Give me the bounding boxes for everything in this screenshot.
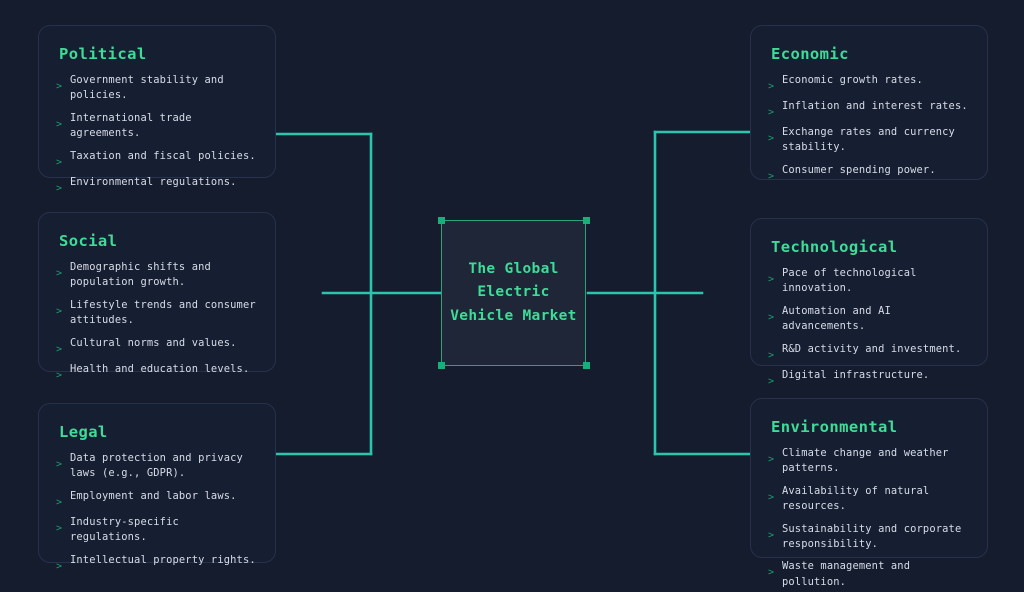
list-item[interactable]: > Economic growth rates. [765, 73, 969, 92]
list-item[interactable]: > International trade agreements. [53, 111, 257, 142]
list-item[interactable]: > Automation and AI advancements. [765, 304, 969, 335]
card-title: Environmental [771, 418, 898, 436]
chevron-right-icon: > [56, 81, 63, 93]
chevron-right-icon: > [768, 529, 775, 541]
chevron-right-icon: > [56, 182, 63, 194]
list-item-text: Pace of technological innovation. [782, 267, 917, 295]
list-item-text: Government stability and policies. [70, 74, 224, 102]
list-item-text: Waste management and pollution. [782, 560, 911, 588]
list-item-text: Consumer spending power. [782, 163, 936, 176]
list-item[interactable]: > Inflation and interest rates. [765, 99, 969, 118]
chevron-right-icon: > [768, 274, 775, 286]
center-node[interactable]: The Global Electric Vehicle Market [441, 220, 586, 366]
list-item-text: Intellectual property rights. [70, 553, 256, 566]
branch-card-economic[interactable]: Economic > Economic growth rates. > Infl… [750, 25, 988, 182]
resize-handle-top-left[interactable] [438, 217, 445, 224]
card-title: Economic [771, 45, 849, 63]
chevron-right-icon: > [768, 375, 775, 387]
list-item-text: Environmental regulations. [70, 175, 237, 188]
chevron-right-icon: > [56, 496, 63, 508]
chevron-right-icon: > [768, 567, 775, 579]
chevron-right-icon: > [768, 107, 775, 119]
branch-card-environmental[interactable]: Environmental > Climate change and weath… [750, 398, 988, 588]
list-item[interactable]: > Waste management and pollution. [765, 559, 969, 590]
list-item-text: Climate change and weather patterns. [782, 447, 949, 475]
list-item-text: Taxation and fiscal policies. [70, 149, 256, 162]
list-item[interactable]: > Lifestyle trends and consumer attitude… [53, 298, 257, 329]
list-item-text: Data protection and privacy laws (e.g., … [70, 452, 243, 480]
list-item[interactable]: > Environmental regulations. [53, 175, 257, 194]
center-node-label: The Global Electric Vehicle Market [450, 260, 577, 324]
list-item[interactable]: > Cultural norms and values. [53, 336, 257, 355]
list-item[interactable]: > Health and education levels. [53, 362, 257, 381]
list-item[interactable]: > Pace of technological innovation. [765, 266, 969, 297]
card-item-list: > Government stability and policies. > I… [53, 73, 257, 194]
list-item-text: Availability of natural resources. [782, 484, 930, 513]
chevron-right-icon: > [768, 349, 775, 361]
card-item-list: > Demographic shifts and population grow… [53, 260, 257, 381]
card-title: Technological [771, 238, 898, 256]
chevron-right-icon: > [56, 305, 63, 317]
chevron-right-icon: > [768, 454, 775, 466]
resize-handle-bottom-left[interactable] [438, 362, 445, 369]
list-item[interactable]: > Intellectual property rights. [53, 553, 257, 572]
chevron-right-icon: > [768, 491, 775, 503]
card-title: Legal [59, 423, 108, 441]
list-item[interactable]: > Sustainability and corporate responsib… [765, 522, 969, 553]
chevron-right-icon: > [56, 268, 63, 280]
list-item[interactable]: > Demographic shifts and population grow… [53, 260, 257, 291]
card-title: Social [59, 232, 118, 250]
resize-handle-bottom-right[interactable] [583, 362, 590, 369]
list-item-text: Cultural norms and values. [70, 336, 237, 349]
list-item[interactable]: > Government stability and policies. [53, 73, 257, 104]
list-item-text: Lifestyle trends and consumer attitudes. [70, 298, 256, 327]
list-item[interactable]: > Exchange rates and currency stability. [765, 125, 969, 156]
chevron-right-icon: > [56, 560, 63, 572]
list-item-text: Health and education levels. [70, 362, 250, 375]
chevron-right-icon: > [56, 343, 63, 355]
chevron-right-icon: > [56, 459, 63, 471]
chevron-right-icon: > [768, 133, 775, 145]
chevron-right-icon: > [768, 311, 775, 323]
list-item[interactable]: > Digital infrastructure. [765, 368, 969, 387]
branch-card-technological[interactable]: Technological > Pace of technological in… [750, 218, 988, 386]
list-item[interactable]: > Taxation and fiscal policies. [53, 149, 257, 168]
chevron-right-icon: > [56, 369, 63, 381]
list-item[interactable]: > Data protection and privacy laws (e.g.… [53, 451, 257, 482]
list-item[interactable]: > Industry-specific regulations. [53, 515, 257, 546]
list-item[interactable]: > Consumer spending power. [765, 163, 969, 182]
list-item-text: Employment and labor laws. [70, 489, 237, 502]
list-item-text: Industry-specific regulations. [70, 515, 179, 544]
list-item[interactable]: > Employment and labor laws. [53, 489, 257, 508]
list-item-text: Sustainability and corporate responsibil… [782, 522, 962, 550]
list-item-text: International trade agreements. [70, 111, 192, 140]
card-item-list: > Climate change and weather patterns. >… [765, 446, 969, 590]
list-item-text: Automation and AI advancements. [782, 304, 891, 333]
list-item-text: R&D activity and investment. [782, 342, 962, 355]
chevron-right-icon: > [768, 81, 775, 93]
chevron-right-icon: > [56, 156, 63, 168]
card-item-list: > Data protection and privacy laws (e.g.… [53, 451, 257, 572]
list-item[interactable]: > R&D activity and investment. [765, 342, 969, 361]
card-title: Political [59, 45, 147, 63]
list-item-text: Digital infrastructure. [782, 368, 930, 381]
branch-card-legal[interactable]: Legal > Data protection and privacy laws… [38, 403, 276, 571]
card-item-list: > Pace of technological innovation. > Au… [765, 266, 969, 387]
chevron-right-icon: > [56, 522, 63, 534]
branch-card-political[interactable]: Political > Government stability and pol… [38, 25, 276, 193]
list-item-text: Exchange rates and currency stability. [782, 126, 955, 154]
chevron-right-icon: > [768, 170, 775, 182]
list-item[interactable]: > Availability of natural resources. [765, 484, 969, 515]
branch-card-social[interactable]: Social > Demographic shifts and populati… [38, 212, 276, 380]
chevron-right-icon: > [56, 118, 63, 130]
list-item-text: Inflation and interest rates. [782, 100, 968, 113]
list-item-text: Economic growth rates. [782, 74, 923, 87]
resize-handle-top-right[interactable] [583, 217, 590, 224]
card-item-list: > Economic growth rates. > Inflation and… [765, 73, 969, 182]
list-item[interactable]: > Climate change and weather patterns. [765, 446, 969, 477]
list-item-text: Demographic shifts and population growth… [70, 261, 211, 289]
